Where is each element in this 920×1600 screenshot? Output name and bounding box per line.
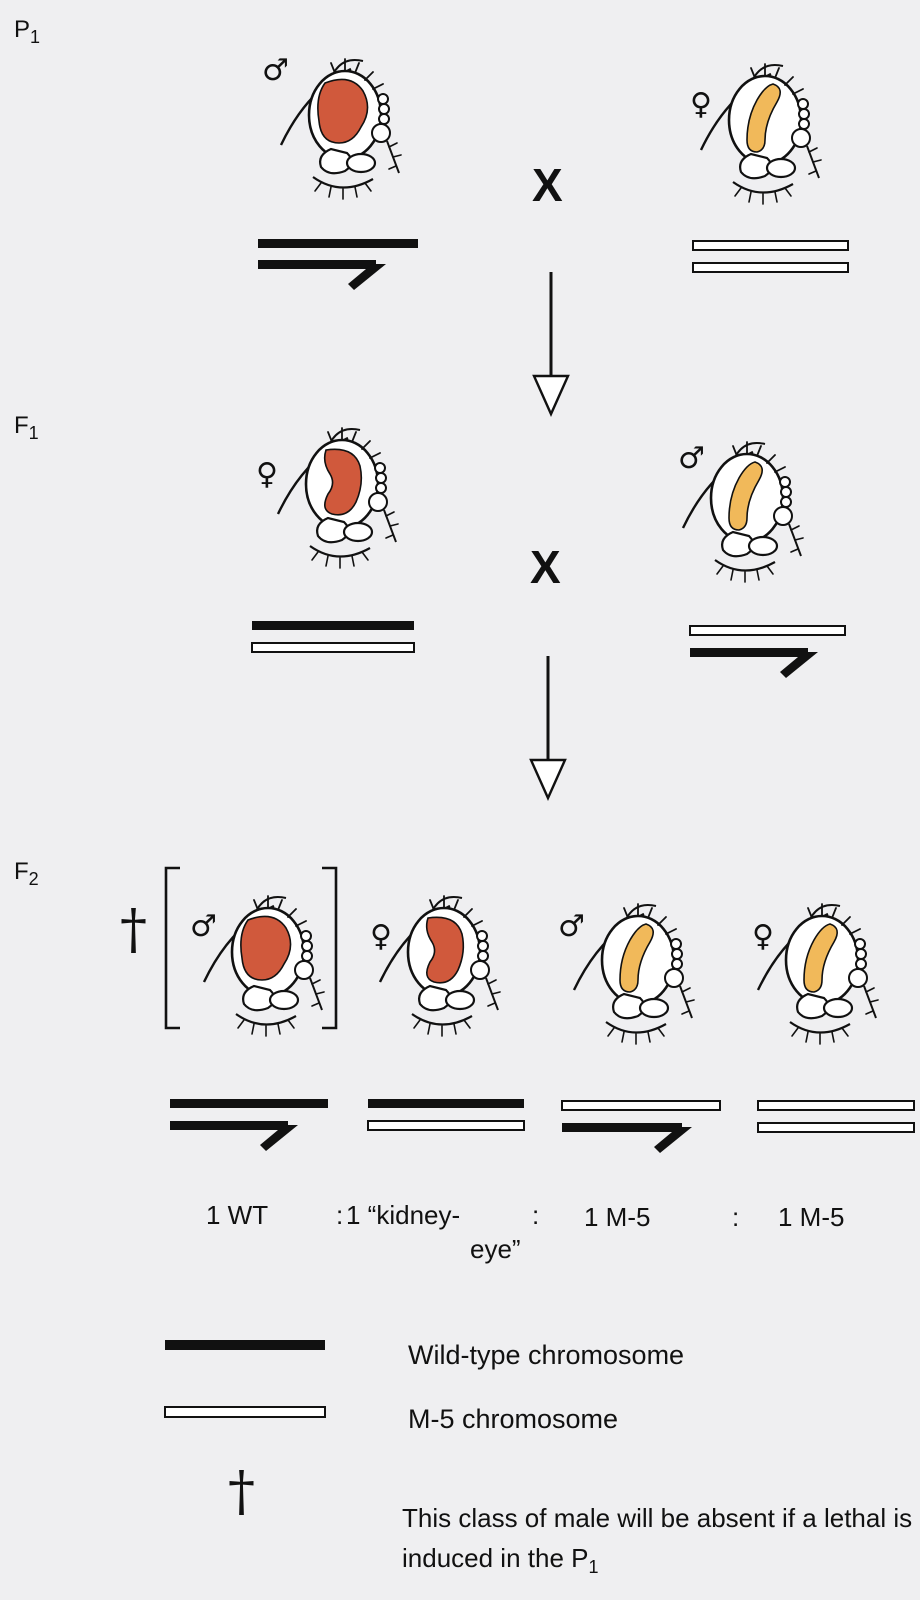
fly-f1-female — [278, 428, 398, 568]
gen-f1-base: F — [14, 412, 29, 439]
fly-f2-female-kidney — [380, 896, 500, 1036]
chromosomes-p1-female — [693, 241, 848, 272]
ratio-m5-male: 1 M-5 — [584, 1202, 650, 1233]
bracket-left — [166, 868, 180, 1028]
male-symbol-f1: ♂ — [678, 444, 705, 474]
female-symbol-p1: ♀ — [690, 90, 712, 120]
lethal-class-note-text: This class of male will be absent if a l… — [402, 1503, 912, 1573]
bracket-right — [322, 868, 336, 1028]
ratio-separator-1: : — [336, 1200, 343, 1231]
legend-wildtype-label: Wild-type chromosome — [408, 1340, 684, 1371]
male-symbol-f2-wildtype: ♂ — [190, 912, 217, 942]
chromosomes-f2-m5-male — [562, 1101, 720, 1153]
legend-wildtype-swatch — [165, 1340, 325, 1350]
chromosomes-p1-male — [258, 239, 418, 290]
arrow-f1-to-f2 — [531, 656, 565, 798]
chromosomes-f2-m5-female — [758, 1101, 914, 1132]
dagger-lethal-class: † — [120, 898, 147, 961]
ratio-kidney-eye-line1: 1 “kidney- — [346, 1200, 460, 1231]
fly-p1-female — [701, 64, 821, 204]
generation-label-f2: F2 — [14, 858, 39, 890]
cross-symbol-p1: X — [532, 158, 563, 212]
ratio-m5-female: 1 M-5 — [778, 1202, 844, 1233]
legend-m5-label: M-5 chromosome — [408, 1404, 618, 1435]
dagger-legend: † — [228, 1460, 255, 1523]
fly-f2-male-m5 — [574, 904, 694, 1044]
female-symbol-f1: ♀ — [256, 460, 278, 490]
arrow-p1-to-f1 — [534, 272, 568, 414]
ratio-separator-3: : — [732, 1202, 739, 1233]
male-symbol-p1: ♂ — [262, 56, 289, 86]
lethal-class-note-sub: 1 — [588, 1557, 598, 1577]
legend-m5-swatch — [165, 1407, 325, 1417]
lethal-class-note: This class of male will be absent if a l… — [402, 1498, 920, 1582]
gen-p1-base: P — [14, 16, 30, 43]
fly-p1-male — [281, 59, 401, 199]
male-symbol-f2-m5: ♂ — [558, 912, 585, 942]
gen-f2-base: F — [14, 858, 29, 885]
ratio-kidney-eye-line2: eye” — [470, 1234, 521, 1265]
ratio-separator-2: : — [532, 1200, 539, 1231]
fly-f2-male-wildtype — [204, 896, 324, 1036]
chromosomes-f1-female — [252, 621, 414, 652]
chromosomes-f2-wildtype-male — [170, 1099, 328, 1151]
female-symbol-f2-m5: ♀ — [752, 922, 774, 952]
fly-f2-female-m5 — [758, 904, 878, 1044]
chromosomes-f1-male — [690, 626, 845, 678]
gen-p1-sub: 1 — [30, 27, 40, 47]
gen-f1-sub: 1 — [29, 423, 39, 443]
ratio-wildtype: 1 WT — [206, 1200, 268, 1231]
generation-label-f1: F1 — [14, 412, 39, 444]
cross-symbol-f1: X — [530, 540, 561, 594]
chromosomes-f2-kidney-female — [368, 1099, 524, 1130]
generation-label-p1: P1 — [14, 16, 40, 48]
female-symbol-f2-kidney: ♀ — [370, 922, 392, 952]
gen-f2-sub: 2 — [29, 869, 39, 889]
